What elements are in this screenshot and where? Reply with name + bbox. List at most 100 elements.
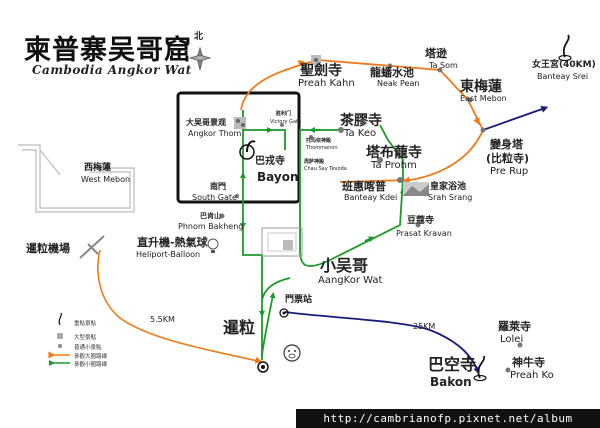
west-mebon-cn[interactable]: 西梅蓮 [84,163,112,173]
heliport-en[interactable]: Heliport-Balloon [136,250,201,259]
srah-srang-photo [403,182,429,196]
bakon-icon [473,355,487,382]
prasat-kravan-dot [415,222,421,228]
ticket-station-cn[interactable]: 門票站 [285,295,313,305]
phnom-bakheng-dot [219,213,225,219]
prasat-kravan-en[interactable]: Prasat Kravan [396,229,452,238]
phnom-bakheng-cn[interactable]: 巴肯山 [200,212,221,220]
balloon-icon [207,238,219,253]
lolei-en[interactable]: Lolei [500,334,524,345]
lolei-dot [517,342,523,348]
airport-route [97,249,263,363]
victory-gate-cn[interactable]: 胜利门 [276,111,292,117]
prasat-kravan-cn[interactable]: 豆蔻寺 [407,216,435,226]
angkor-wat-moat [261,227,303,257]
airport-cn[interactable]: 暹粒機場 [26,242,70,255]
ta-prohm-en[interactable]: Ta Prohm [371,160,417,171]
siem-reap-target [257,361,269,373]
pre-rup-cn[interactable]: 變身塔 [490,138,523,151]
bakon-cn[interactable]: 巴空寺 [428,355,477,374]
ticket-station-target [279,308,289,318]
neak-pean-cn[interactable]: 龍蟠水池 [370,66,414,79]
west-mebon-en[interactable]: West Mebon [81,175,131,184]
preah-kahn-marker [311,55,321,65]
banteay-kdei-dot [397,177,403,183]
victory-gate-en[interactable]: Victory Gate [270,119,302,125]
small-circuit-arrow-4 [269,292,276,301]
ta-som-en[interactable]: Ta Som [429,61,458,70]
neak-pean-dot [387,63,393,69]
srah-srang-en[interactable]: Srah Srang [428,193,473,202]
big-circuit-arrow-1 [297,59,306,67]
east-mebon-en[interactable]: East Mebon [460,94,507,103]
preah-kahn-cn[interactable]: 聖劍寺 [300,63,342,79]
ta-prohm-cn[interactable]: 塔布蘢寺 [366,145,422,161]
legend-big-circuit: 參觀大圈路線 [74,354,108,360]
preah-ko-en[interactable]: Preah Ko [510,370,554,381]
phnom-bakheng-en[interactable]: Phnom Bakheng [178,222,244,231]
siem-reap-cn[interactable]: 暹粒 [223,318,256,337]
heliport-cn[interactable]: 直升機-熱氣球 [137,236,208,249]
south-gate-dot [235,194,239,198]
pre-rup-dot [480,127,486,133]
banteay-srei-icon [558,34,572,62]
big-circuit-arrow-2 [473,117,480,126]
chau-say-cn[interactable]: 周萨神殿 [304,159,325,165]
angkor-wat-cn[interactable]: 小吴哥 [320,256,369,275]
preah-kahn-en[interactable]: Preah Kahn [298,78,355,89]
srah-srang-cn[interactable]: 皇家浴池 [430,182,467,192]
thommanon-dot [309,135,313,139]
airport-distance: 5.5KM [150,315,175,324]
preah-ko-cn[interactable]: 神牛寺 [512,356,545,369]
lolei-cn[interactable]: 羅萊寺 [498,320,531,333]
east-mebon-cn[interactable]: 東梅蓮 [460,79,502,95]
ta-prohm-dot [377,157,383,163]
south-gate-en[interactable]: South Gate [192,193,237,202]
angkor-wat-en[interactable]: AangKor Wat [318,275,383,286]
map-title: 柬普寨吴哥窟 [24,35,192,66]
angkor-thom-en[interactable]: Angkor Thom [188,129,242,138]
map-subtitle: Cambodia Angkor Wat [32,63,192,77]
airport-route-arrow [254,356,263,364]
small-circuit-arrow-5 [364,236,375,242]
source-url-watermark: http://cambrianofp.pixnet.net/album [296,409,600,428]
roluos-distance: 25KM [413,322,436,331]
banteay-srei-route [482,107,546,131]
preah-ko-dot [505,367,511,373]
south-gate-cn[interactable]: 南門 [210,182,226,191]
victory-gate-dot [280,123,284,127]
angkor-thom-marker [234,117,246,129]
ta-keo-dot [338,127,344,133]
legend-small-circuit: 參觀小圈路線 [74,362,108,368]
banteay-srei-en[interactable]: Banteay Srei [537,72,589,81]
bayon-en[interactable]: Bayon [257,170,299,184]
neak-pean-en[interactable]: Neak Pean [377,79,420,88]
banteay-kdei-cn[interactable]: 班惠喀普 [342,180,386,193]
east-mebon-dot [467,97,473,103]
pre-rup-cn2[interactable]: (比粒寺) [486,152,530,165]
roluos-route [284,311,479,373]
west-baray-sketch [18,144,135,213]
legend-symbols [48,312,70,366]
banteay-kdei-en[interactable]: Banteay Kdei [344,193,398,202]
legend-minor-sights: 普通小景點 [74,345,102,351]
banteay-srei-arrow [539,106,549,113]
ta-som-cn[interactable]: 塔逊 [425,47,447,60]
thommanon-en[interactable]: Thommanon [306,145,338,151]
ta-som-dot [437,67,443,73]
bakon-en[interactable]: Bakon [430,375,472,389]
pig-icon [283,344,301,362]
compass-north-label: 北 [194,32,204,42]
airplane-icon [79,235,105,259]
ta-keo-en[interactable]: Ta Keo [344,128,377,139]
chau-say-en[interactable]: Chau Say Tevoda [304,166,347,172]
banteay-srei-cn[interactable]: 女王宮(40KM) [532,60,596,70]
legend-large-sights: 大型景點 [74,335,97,341]
pre-rup-en[interactable]: Pre Rup [490,166,529,177]
thommanon-cn[interactable]: 托玛侬神殿 [306,138,332,144]
bayon-cn[interactable]: 巴戎寺 [255,156,285,167]
ta-keo-cn[interactable]: 茶膠寺 [340,113,382,129]
angkor-thom-cn[interactable]: 大吴哥景观 [186,118,226,127]
bayon-icon [239,140,256,160]
